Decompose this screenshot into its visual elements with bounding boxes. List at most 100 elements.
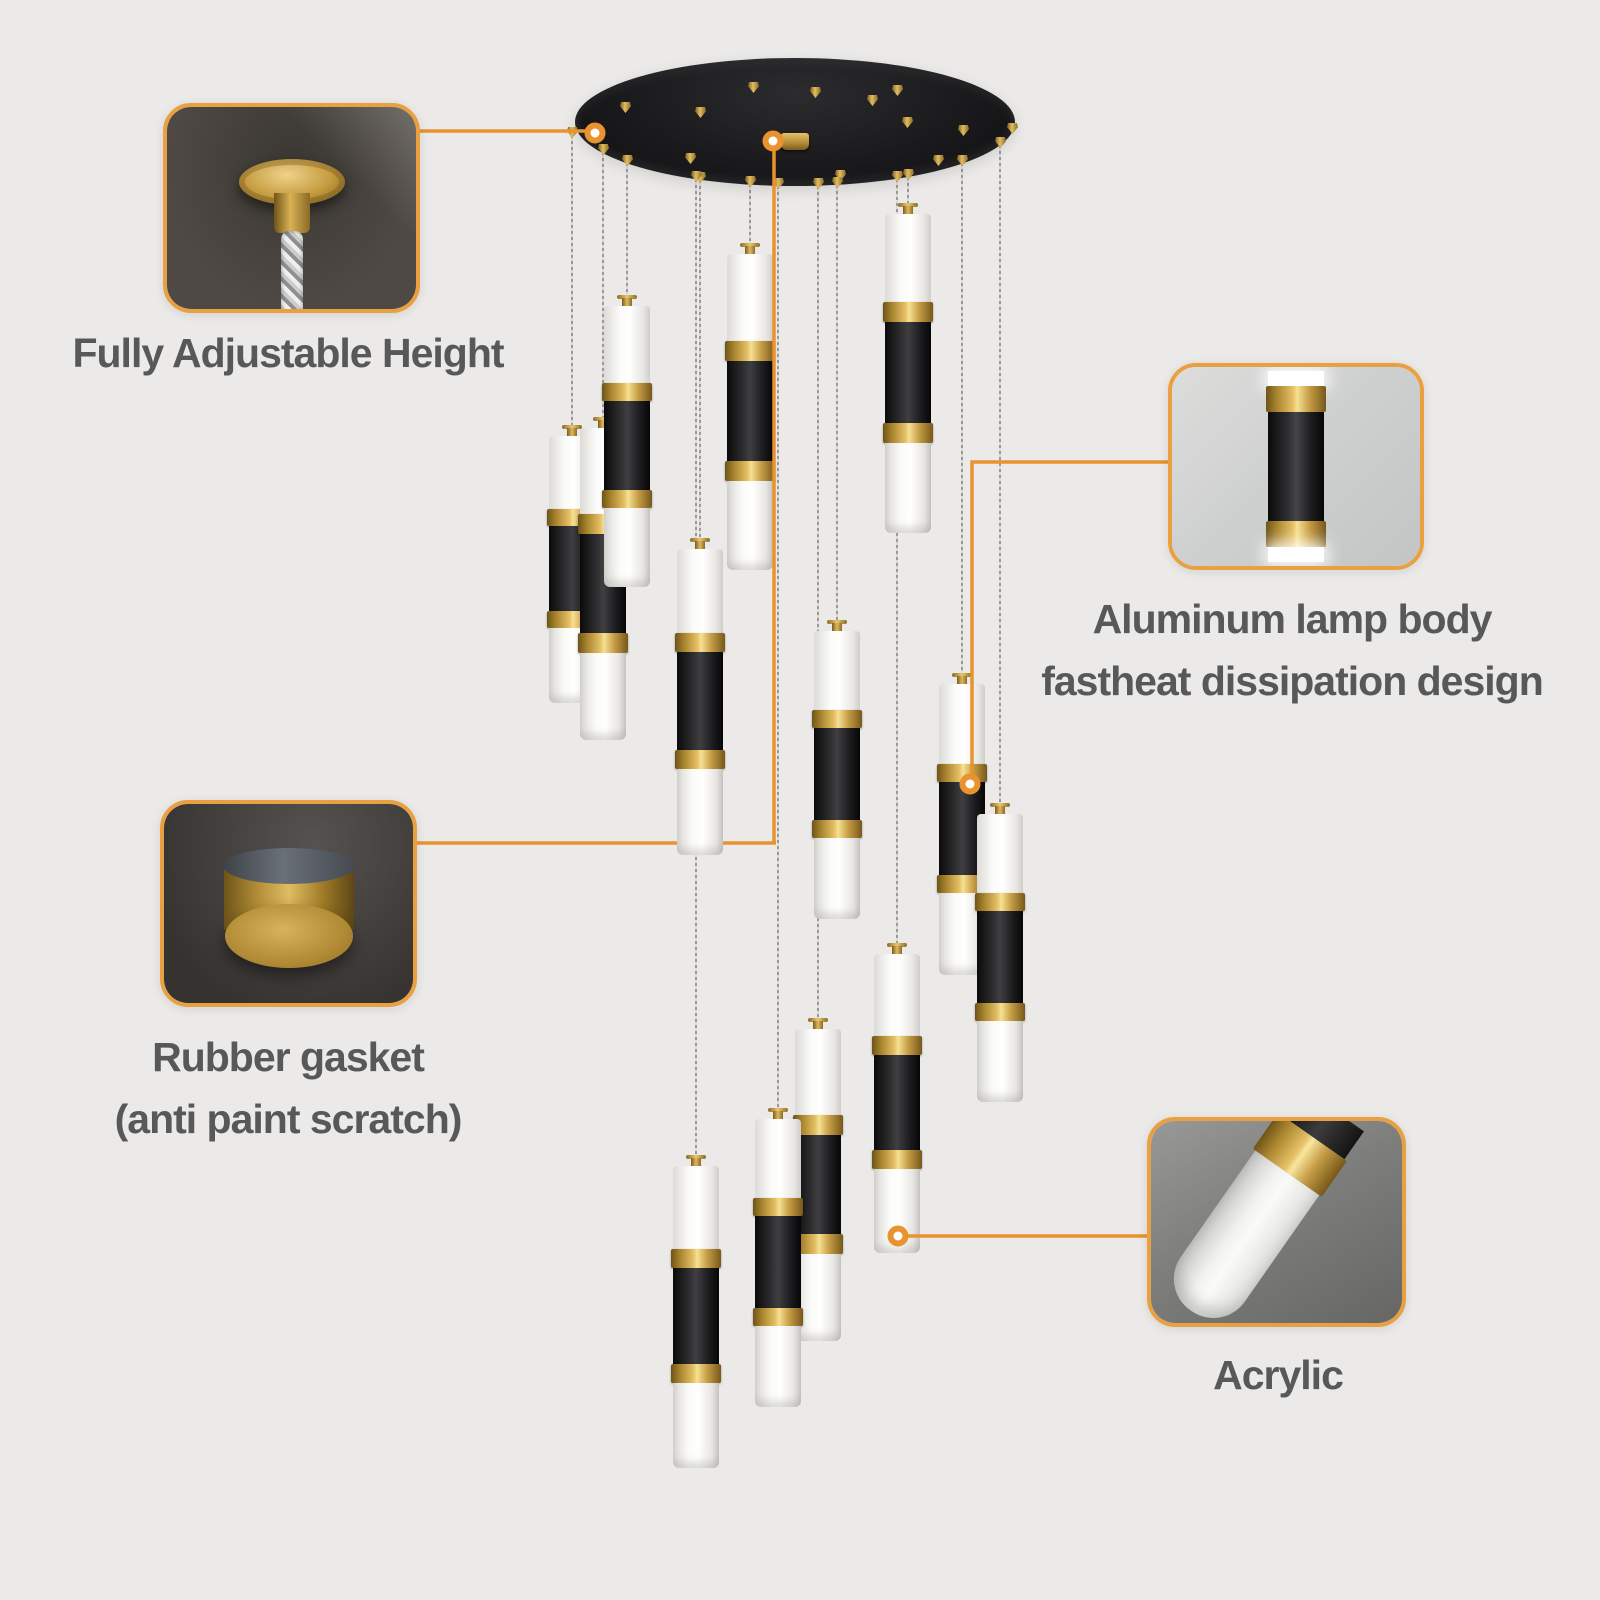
pendant-cap-stem xyxy=(892,946,902,955)
acrylic-segment-bottom xyxy=(677,769,723,855)
pendant-cap-stem xyxy=(598,420,608,429)
acrylic-segment-top xyxy=(677,549,723,633)
gold-band xyxy=(671,1249,721,1268)
cable-anchor xyxy=(813,178,824,189)
cable-anchor xyxy=(773,178,784,189)
pendant-cable xyxy=(961,163,963,673)
pendant xyxy=(725,243,775,570)
acrylic-segment-bottom xyxy=(549,628,595,703)
aluminum-body-segment xyxy=(604,401,650,490)
acrylic-segment-bottom xyxy=(795,1254,841,1341)
acrylic-segment-bottom xyxy=(814,838,860,919)
cable-anchor xyxy=(567,127,578,138)
gold-band xyxy=(602,383,652,401)
pendant-cable xyxy=(626,163,628,295)
pendant xyxy=(547,425,597,703)
pendant-cable xyxy=(907,177,909,203)
acrylic-segment-top xyxy=(977,814,1023,893)
gold-band xyxy=(937,875,987,893)
brass-neck xyxy=(273,193,310,233)
pendant-cap-flange xyxy=(690,538,710,542)
acrylic-segment-top xyxy=(580,428,626,514)
gasket-rubber-ring xyxy=(222,848,355,884)
pendant-cap-flange xyxy=(990,803,1010,807)
label-aluminum-lamp-body: Aluminum lamp body fastheat dissipation … xyxy=(1041,588,1544,712)
aluminum-body-segment xyxy=(755,1216,801,1308)
acrylic-segment-top xyxy=(939,684,985,764)
cable-anchor xyxy=(598,144,609,155)
pendant-cable xyxy=(699,180,701,538)
canopy-anchor xyxy=(620,102,631,113)
acrylic-tube-photo xyxy=(1151,1121,1402,1323)
cable-anchor xyxy=(892,171,903,182)
pendant-cap-stem xyxy=(832,623,842,632)
callout-dot xyxy=(887,1225,909,1247)
gold-band xyxy=(872,1150,922,1169)
gold-band-bottom xyxy=(1266,521,1326,547)
pendant-cap-stem xyxy=(903,206,913,215)
cable-anchor xyxy=(691,171,702,182)
pendant-cable xyxy=(571,135,573,425)
acrylic-segment-bottom xyxy=(939,893,985,975)
acrylic-segment-top xyxy=(604,306,650,383)
pendant-cable xyxy=(896,179,898,943)
gold-band xyxy=(975,1003,1025,1021)
pendant-cap-flange xyxy=(887,943,907,947)
label-fully-adjustable-height: Fully Adjustable Height xyxy=(72,330,504,376)
pendant xyxy=(671,1155,721,1468)
gold-band xyxy=(578,633,628,653)
callout-dot xyxy=(584,122,606,144)
cable-anchor xyxy=(903,169,914,180)
gold-band xyxy=(675,633,725,652)
gold-band xyxy=(753,1308,803,1326)
gold-band xyxy=(602,490,652,508)
label-acrylic: Acrylic xyxy=(1213,1352,1344,1398)
gold-band xyxy=(793,1115,843,1135)
inset-fully-adjustable-height xyxy=(163,103,420,313)
acrylic-segment-top xyxy=(874,954,920,1036)
acrylic-segment-bottom xyxy=(874,1169,920,1253)
acrylic-segment-top xyxy=(795,1029,841,1115)
canopy-anchor xyxy=(810,87,821,98)
gold-band xyxy=(578,514,628,534)
pendant-cap-stem xyxy=(745,246,755,255)
pendant xyxy=(602,295,652,587)
pendant-cable xyxy=(836,185,838,620)
aluminum-body-segment xyxy=(885,322,931,423)
acrylic-segment-bottom xyxy=(727,481,773,570)
gold-band xyxy=(547,509,597,526)
pendant-cable xyxy=(695,179,697,1155)
inset-aluminum-lamp-body xyxy=(1168,363,1424,570)
gasket-gold-body xyxy=(223,866,354,930)
pendant-cap-stem xyxy=(691,1158,701,1167)
pendant xyxy=(793,1018,843,1341)
aluminum-body-segment xyxy=(549,526,595,611)
canopy-anchor xyxy=(1007,123,1018,134)
callout-line xyxy=(970,460,1168,784)
aluminum-body-segment xyxy=(677,652,723,750)
pendant-cap-flange xyxy=(827,620,847,624)
label-gasket-line1: Rubber gasket xyxy=(152,1034,425,1080)
gold-band xyxy=(675,750,725,769)
aluminum-body-segment xyxy=(814,728,860,820)
label-rubber-gasket: Rubber gasket (anti paint scratch) xyxy=(115,1026,463,1150)
gold-band xyxy=(975,893,1025,911)
pendant-cap-flange xyxy=(617,295,637,299)
inset-acrylic xyxy=(1147,1117,1406,1327)
aluminum-body-photo xyxy=(1172,367,1420,566)
acrylic-segment-bottom xyxy=(604,508,650,587)
aluminum-body-segment xyxy=(795,1135,841,1234)
cable-anchor xyxy=(995,137,1006,148)
callout-dot xyxy=(762,130,784,152)
callout-dot xyxy=(959,773,981,795)
pendant-cable xyxy=(817,186,819,1018)
pendant-cable xyxy=(999,145,1001,803)
acrylic-segment-bottom xyxy=(673,1383,719,1468)
tilted-tube xyxy=(1157,1121,1364,1323)
gold-band xyxy=(872,1036,922,1055)
pendant-cap-flange xyxy=(686,1155,706,1159)
